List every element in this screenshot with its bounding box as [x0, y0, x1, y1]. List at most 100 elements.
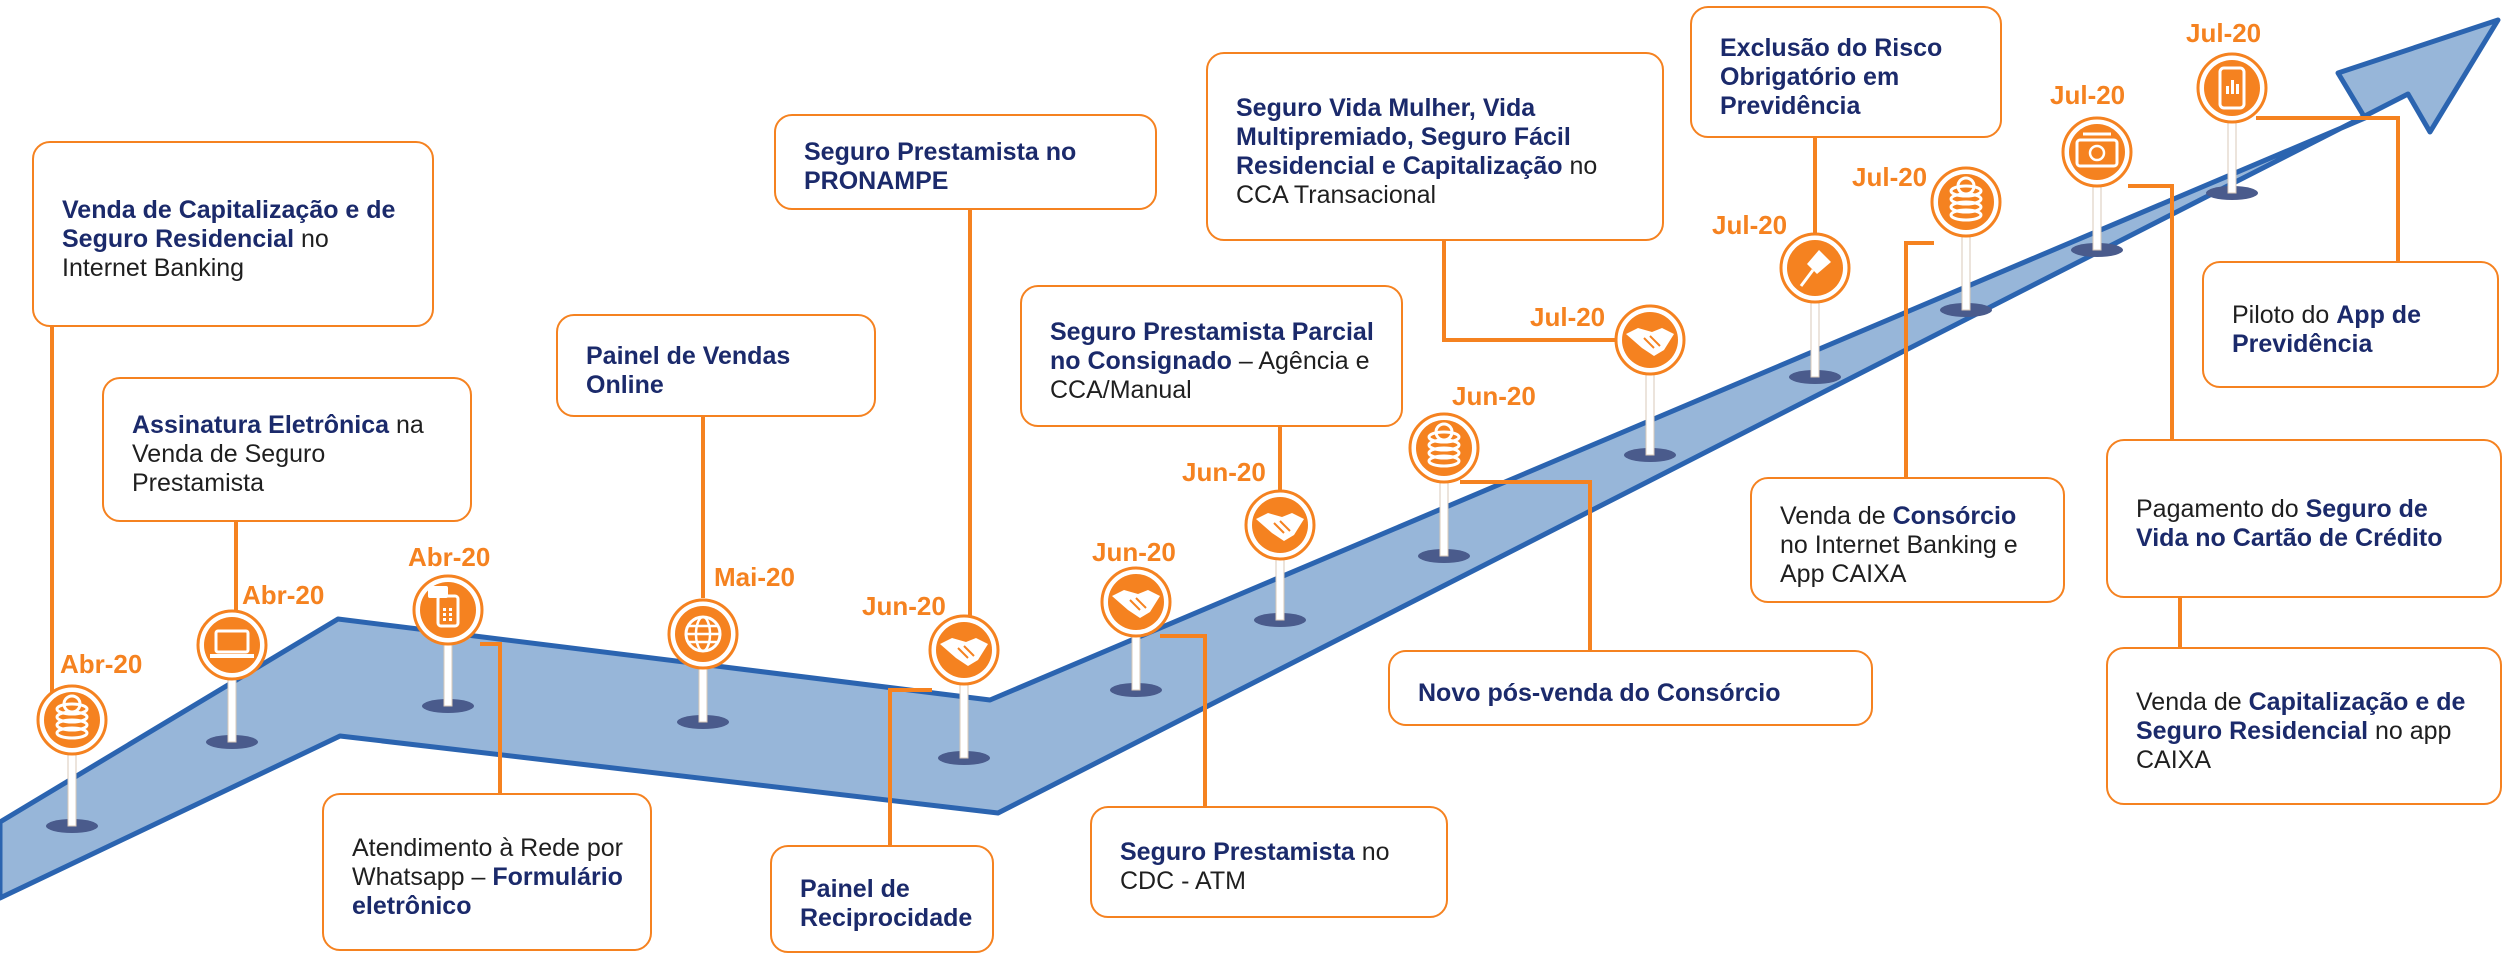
milestone-text-bold: Exclusão do Risco Obrigatório em Previdê… [1720, 33, 1943, 120]
connectors [50, 116, 2400, 847]
milestone-date: Jun-20 [1092, 537, 1176, 567]
milestone-box: Painel de Vendas Online [556, 314, 876, 417]
milestone-text-bold: Capitalização e de Seguro Residencial [2136, 687, 2466, 745]
connector-line [1460, 480, 1592, 650]
milestone-text-bold: Venda de Capitalização e de Seguro Resid… [62, 195, 396, 253]
pin-stem [2227, 117, 2237, 194]
milestone-text-regular: no Internet Banking e App CAIXA [1780, 530, 2018, 588]
milestone-box: Piloto do App de Previdência [2202, 261, 2499, 388]
milestone-text-regular: – Agência e CCA/Manual [1050, 346, 1370, 404]
milestone-text-bold: Formulário eletrônico [352, 862, 623, 920]
milestone-box: Venda de Capitalização e de Seguro Resid… [32, 141, 434, 327]
milestone-text-regular: no Internet Banking [62, 224, 329, 282]
milestone-text: Venda de Capitalização e de Seguro Resid… [62, 196, 418, 283]
milestone-text-regular: no CCA Transacional [1236, 151, 1598, 209]
milestone-box: Pagamento do Seguro de Vida no Cartão de… [2106, 439, 2502, 598]
milestone-text: Seguro Prestamista no CDC - ATM [1120, 838, 1432, 896]
connector-line [1442, 241, 1618, 342]
milestone-text: Venda de Capitalização e de Seguro Resid… [2136, 688, 2486, 775]
milestone-box: Seguro Prestamista no PRONAMPE [774, 114, 1157, 210]
timeline-arrow [0, 17, 2501, 901]
milestone-text: Pagamento do Seguro de Vida no Cartão de… [2136, 495, 2486, 553]
pin-disc [204, 617, 260, 673]
milestone-text-bold: Seguro Vida Mulher, Vida Multipremiado, … [1236, 93, 1571, 180]
milestone-date: Abr-20 [408, 542, 491, 572]
pins [36, 52, 2268, 833]
handshake-icon [940, 638, 988, 666]
milestone-text-bold: Assinatura Eletrônica [132, 411, 390, 439]
milestone-text: Piloto do App de Previdência [2232, 301, 2483, 359]
coins-icon [1427, 422, 1461, 468]
milestone-text-regular: Pagamento do [2136, 494, 2306, 523]
milestone-text: Seguro Prestamista no PRONAMPE [804, 138, 1141, 196]
milestone-text-bold: Consórcio [1892, 501, 2017, 530]
milestone-text-bold: Painel de Reciprocidade [800, 875, 973, 932]
milestone-text-bold: Novo pós-venda do Consórcio [1418, 678, 1781, 707]
pin-stem [227, 674, 237, 743]
milestone-text-regular: no app CAIXA [2136, 716, 2452, 774]
milestone-box: Venda de Capitalização e de Seguro Resid… [2106, 647, 2502, 805]
handshake-icon [1256, 513, 1304, 541]
money-card-icon [2075, 132, 2119, 168]
pin-stem [443, 639, 453, 707]
milestone-text: Venda de Consórcio no Internet Banking e… [1780, 502, 2049, 589]
milestone-text-regular: Atendimento à Rede por Whatsapp – [352, 833, 624, 891]
milestone-text: Painel de Reciprocidade [800, 875, 978, 933]
milestone-text-regular: Venda de [1780, 501, 1893, 530]
milestone-box: Exclusão do Risco Obrigatório em Previdê… [1690, 6, 2002, 138]
milestone-text: Novo pós-venda do Consórcio [1418, 679, 1781, 708]
coins-icon [1949, 176, 1983, 222]
milestone-text: Assinatura Eletrônica na Venda de Seguro… [132, 411, 456, 498]
pin-stem [2092, 181, 2102, 251]
milestone-date: Jun-20 [1182, 457, 1266, 487]
pin-stem [959, 679, 969, 759]
mobile-chart-icon [2218, 66, 2246, 110]
milestone-box: Painel de Reciprocidade [770, 845, 994, 953]
pin-stem [1645, 369, 1655, 456]
connector-line [2256, 116, 2400, 261]
milestone-date: Jul-20 [1852, 162, 1928, 192]
milestone-date: Abr-20 [242, 580, 325, 610]
connector-line [2128, 184, 2174, 439]
connector-line [480, 642, 502, 805]
milestone-box: Seguro Vida Mulher, Vida Multipremiado, … [1206, 52, 1664, 241]
coins-icon [55, 694, 89, 740]
milestone-date: Jun-20 [862, 591, 946, 621]
milestone-text-regular: Venda de [2136, 687, 2249, 716]
milestone-text-bold: Seguro Prestamista Parcial no Consignado [1050, 317, 1374, 375]
milestone-text-regular: no CDC - ATM [1120, 838, 1390, 895]
pin-stem [1961, 231, 1971, 311]
milestone-date: Jun-20 [1452, 381, 1536, 411]
milestone-text-bold: Seguro Prestamista no PRONAMPE [804, 138, 1077, 195]
milestone-text: Seguro Vida Mulher, Vida Multipremiado, … [1236, 94, 1648, 210]
milestone-text-regular: Piloto do [2232, 300, 2337, 329]
sms-phone-icon [428, 586, 460, 628]
globe-icon [684, 615, 722, 653]
connector-line [888, 688, 932, 847]
handshake-icon [1112, 590, 1160, 618]
pin-stem [1131, 631, 1141, 691]
milestone-box: Venda de Consórcio no Internet Banking e… [1750, 477, 2065, 603]
pin-stem [1439, 477, 1449, 557]
milestone-date: Mai-20 [714, 562, 795, 592]
milestone-date: Jul-20 [2186, 18, 2262, 48]
milestone-text: Exclusão do Risco Obrigatório em Previdê… [1720, 34, 1986, 121]
milestone-box: Seguro Prestamista no CDC - ATM [1090, 806, 1448, 918]
milestone-date: Abr-20 [60, 649, 143, 679]
milestone-box: Assinatura Eletrônica na Venda de Seguro… [102, 377, 472, 522]
milestone-box: Atendimento à Rede por Whatsapp – Formul… [322, 793, 652, 951]
pin-stem [698, 663, 708, 723]
milestone-box: Seguro Prestamista Parcial no Consignado… [1020, 285, 1403, 427]
handshake-icon [1626, 328, 1674, 356]
milestone-text: Seguro Prestamista Parcial no Consignado… [1050, 318, 1387, 405]
pin-stem [1810, 297, 1820, 378]
laptop-icon [210, 629, 254, 658]
milestone-text-bold: Seguro de Vida no Cartão de Crédito [2136, 494, 2443, 552]
milestone-text: Atendimento à Rede por Whatsapp – Formul… [352, 834, 636, 921]
milestone-date: Jul-20 [2050, 80, 2126, 110]
connector-line [1160, 634, 1207, 806]
milestone-date: Jul-20 [1712, 210, 1788, 240]
pin-stem [67, 749, 77, 827]
